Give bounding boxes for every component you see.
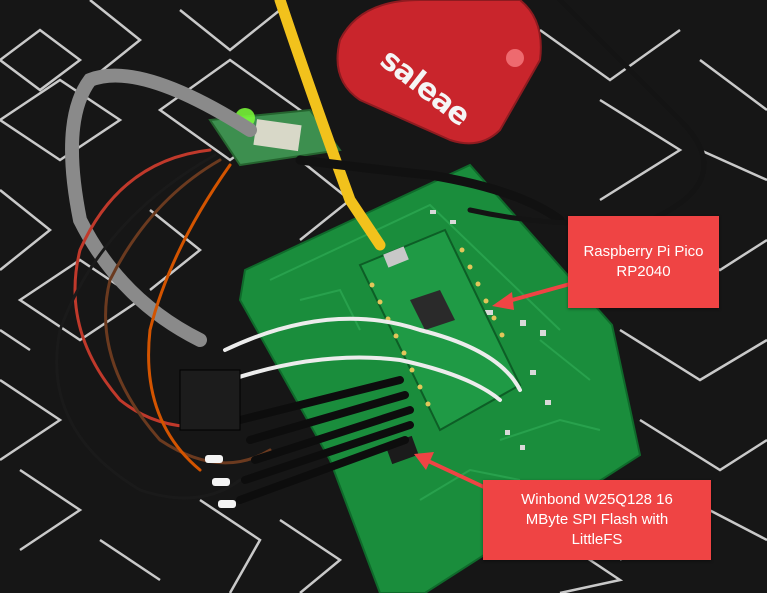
pico-usb-port (383, 246, 409, 268)
pico-module (358, 228, 522, 432)
callout-pico-line1: Raspberry Pi Pico (583, 243, 704, 260)
header-connector (179, 369, 241, 431)
callout-arrow-flash (414, 452, 487, 490)
callout-arrow-pico (492, 282, 571, 310)
pcb-traces (269, 203, 601, 501)
probe-tips (205, 455, 236, 508)
cables (55, 0, 707, 504)
callout-flash-line2: MByte SPI Flash with (525, 511, 669, 528)
callout-flash-line1: Winbond W25Q128 16 (521, 491, 673, 508)
callout-flash: Winbond W25Q128 16 MByte SPI Flash with … (483, 480, 711, 560)
callout-pico: Raspberry Pi Pico RP2040 (568, 216, 719, 308)
rp2040-chip (410, 290, 455, 330)
callout-flash-line3: LittleFS (571, 531, 623, 548)
logic-analyzer (336, 0, 542, 145)
debug-board-label (253, 119, 302, 152)
callout-pico-line2: RP2040 (616, 263, 671, 280)
analyzer-status-dot (506, 49, 524, 67)
pico-header-pins (369, 247, 505, 407)
